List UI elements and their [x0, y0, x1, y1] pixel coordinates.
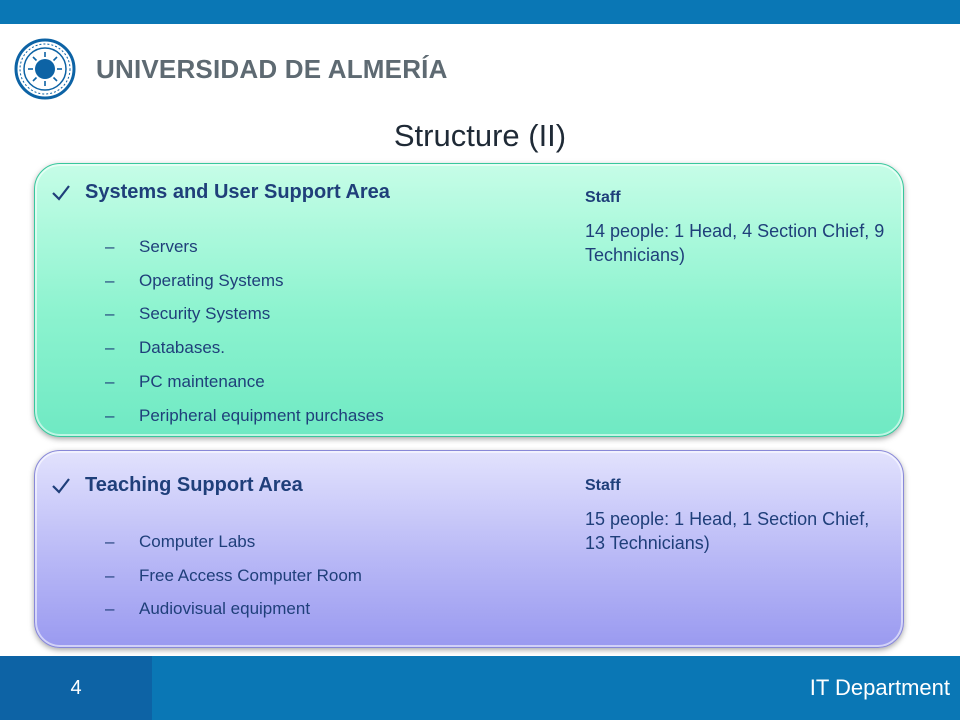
list-item: – Servers — [105, 230, 384, 264]
systems-support-panel: Systems and User Support Area – Servers –… — [34, 163, 904, 437]
systems-item-list: – Servers – Operating Systems – Security Sy… — [105, 230, 384, 433]
systems-area-heading: Systems and User Support Area — [51, 181, 390, 204]
teaching-staff-description: 15 people: 1 Head, 1 Section Chief, 13 T… — [585, 509, 870, 553]
teaching-support-panel: Teaching Support Area – Computer Labs – Fr… — [34, 450, 904, 648]
slide-title: Structure (II) — [393, 118, 567, 153]
checkmark-icon — [52, 477, 70, 494]
list-item: – Operating Systems — [105, 264, 384, 298]
list-item: – Peripheral equipment purchases — [105, 399, 384, 433]
list-item: – PC maintenance — [105, 365, 384, 399]
list-item: – Audiovisual equipment — [105, 593, 362, 627]
list-dash: – — [105, 405, 115, 425]
list-dash: – — [105, 372, 115, 392]
list-item-label: Security Systems — [139, 304, 271, 324]
systems-area-title: Systems and User Support Area — [85, 181, 390, 203]
list-item: – Computer Labs — [105, 525, 362, 559]
university-seal-icon — [14, 38, 76, 100]
systems-staff-label: Staff — [585, 189, 621, 206]
list-item: – Free Access Computer Room — [105, 559, 362, 593]
page-number: 4 — [0, 656, 152, 720]
list-dash: – — [105, 236, 115, 256]
systems-staff-description: 14 people: 1 Head, 4 Section Chief, 9 Te… — [585, 221, 885, 265]
footer-bar: 4 IT Department — [0, 656, 960, 720]
teaching-staff-label: Staff — [585, 477, 621, 494]
university-logo: UNIVERSIDAD DE ALMERÍA — [14, 38, 448, 100]
teaching-item-list: – Computer Labs – Free Access Computer Roo… — [105, 525, 362, 626]
teaching-area-heading: Teaching Support Area — [51, 474, 303, 497]
list-dash: – — [105, 338, 115, 358]
list-item-label: Peripheral equipment purchases — [139, 405, 384, 425]
list-item-label: Servers — [139, 236, 198, 256]
list-dash: – — [105, 565, 115, 585]
university-name: UNIVERSIDAD DE ALMERÍA — [96, 53, 448, 84]
list-dash: – — [105, 531, 115, 551]
list-dash: – — [105, 304, 115, 324]
checkmark-icon — [52, 184, 70, 201]
list-item: – Databases. — [105, 331, 384, 365]
list-item-label: Operating Systems — [139, 270, 284, 290]
department-label: IT Department — [809, 675, 950, 700]
list-item: – Security Systems — [105, 298, 384, 332]
top-bar — [0, 0, 960, 24]
list-item-label: Audiovisual equipment — [139, 599, 311, 619]
teaching-area-title: Teaching Support Area — [85, 474, 303, 496]
list-item-label: Computer Labs — [139, 531, 256, 551]
list-item-label: Free Access Computer Room — [139, 565, 362, 585]
list-dash: – — [105, 270, 115, 290]
list-item-label: PC maintenance — [139, 372, 265, 392]
list-item-label: Databases. — [139, 338, 225, 358]
list-dash: – — [105, 599, 115, 619]
